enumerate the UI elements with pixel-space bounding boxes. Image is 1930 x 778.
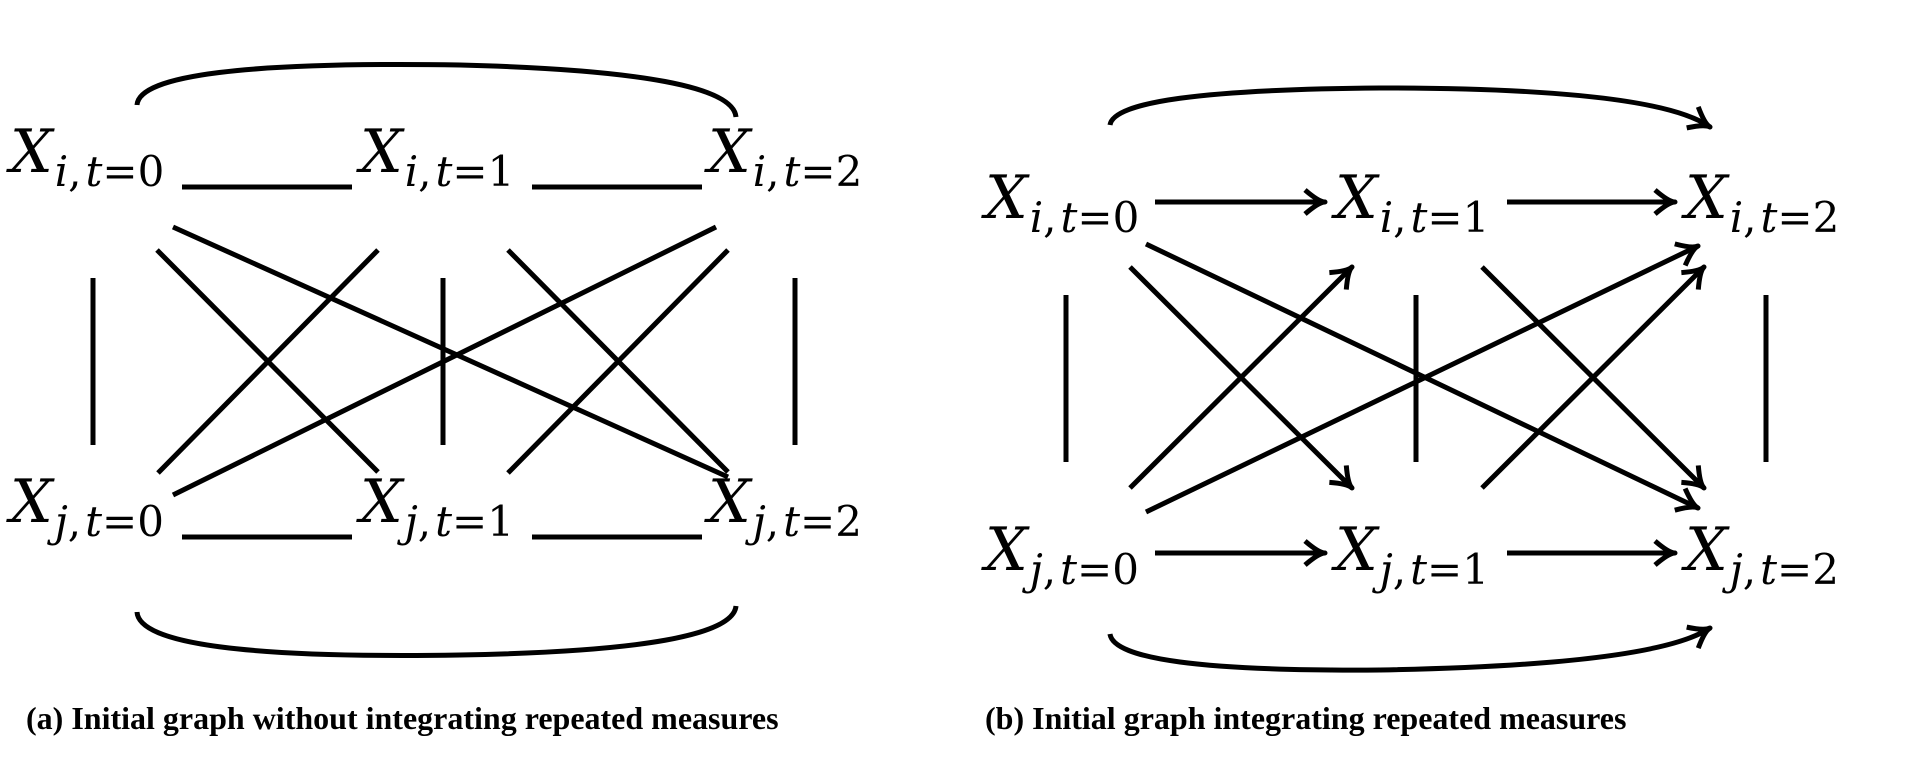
edge-b-j0-i2 bbox=[1144, 243, 1700, 515]
panel-b: Xi,t=0 Xi,t=1 Xi,t=2Xj,t=0 Xj,t=1 Xj,t=2 bbox=[981, 85, 1839, 673]
panel-a: Xi,t=0 Xi,t=1 Xi,t=2Xj,t=0 Xj,t=1 Xj,t=2 bbox=[6, 62, 862, 658]
edge-b-i1-i2-arrowhead bbox=[1653, 188, 1678, 216]
edge-a-j0-i2 bbox=[171, 224, 718, 498]
node-b-j1: Xj,t=1 bbox=[1331, 515, 1489, 594]
edge-b-j0-j2-arrowhead bbox=[1686, 624, 1713, 650]
edge-b-j0-i2-arrowhead bbox=[1674, 241, 1701, 267]
edge-b-i0-i2 bbox=[1107, 85, 1712, 130]
node-a-j2: Xj,t=2 bbox=[704, 467, 862, 546]
edge-b-j0-j2 bbox=[1107, 625, 1712, 673]
node-b-i0: Xi,t=0 bbox=[981, 163, 1139, 242]
node-a-i1: Xi,t=1 bbox=[356, 117, 514, 196]
edge-b-j0-j1-arrowhead bbox=[1303, 539, 1328, 567]
edge-a-j0-i1 bbox=[156, 248, 380, 475]
edge-b-i0-j2-arrowhead bbox=[1674, 487, 1701, 513]
edge-b-i0-i2-arrowhead bbox=[1686, 105, 1713, 131]
edge-b-i1-j2-arrowhead bbox=[1681, 465, 1707, 491]
node-b-i2: Xi,t=2 bbox=[1681, 163, 1839, 242]
edge-b-j1-i2-arrowhead bbox=[1681, 264, 1707, 290]
edge-a-j1-i2 bbox=[506, 248, 730, 475]
node-b-j2: Xj,t=2 bbox=[1681, 515, 1839, 594]
node-a-i0: Xi,t=0 bbox=[6, 117, 164, 196]
edge-b-i0-j2 bbox=[1144, 241, 1700, 511]
edge-b-j1-i2 bbox=[1480, 265, 1706, 490]
edge-b-j0-i1-arrowhead bbox=[1329, 264, 1355, 290]
node-b-i1: Xi,t=1 bbox=[1331, 163, 1489, 242]
node-a-j0: Xj,t=0 bbox=[6, 467, 164, 546]
node-a-j1: Xj,t=1 bbox=[356, 467, 514, 546]
node-b-j0: Xj,t=0 bbox=[981, 515, 1139, 594]
edge-b-i0-i1-arrowhead bbox=[1303, 188, 1328, 216]
caption-panel-a: (a) Initial graph without integrating re… bbox=[26, 700, 779, 736]
edge-b-j1-j2-arrowhead bbox=[1653, 539, 1678, 567]
edge-b-i0-j1-arrowhead bbox=[1329, 465, 1355, 491]
caption-panel-b: (b) Initial graph integrating repeated m… bbox=[985, 700, 1627, 736]
edge-a-j0-j2 bbox=[134, 605, 739, 658]
node-a-i2: Xi,t=2 bbox=[704, 117, 862, 196]
edge-a-i0-i2 bbox=[134, 62, 739, 118]
edge-b-j0-i1 bbox=[1128, 265, 1354, 490]
edge-a-i0-j2 bbox=[171, 224, 730, 480]
